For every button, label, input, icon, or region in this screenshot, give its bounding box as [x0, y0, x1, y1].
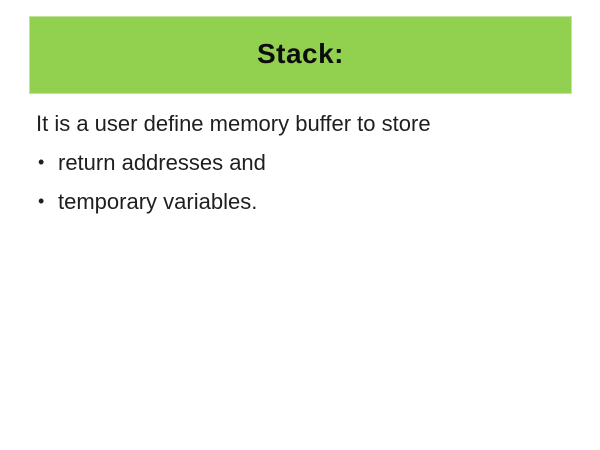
- bullet-icon: •: [38, 191, 45, 211]
- bullet-list: • return addresses and • temporary varia…: [36, 143, 580, 221]
- bullet-icon: •: [38, 152, 45, 172]
- list-item: • return addresses and: [36, 143, 580, 182]
- slide-title-bar: Stack:: [30, 17, 571, 93]
- slide-title: Stack:: [256, 38, 345, 69]
- list-item: • temporary variables.: [36, 182, 580, 221]
- intro-text: It is a user define memory buffer to sto…: [36, 111, 431, 136]
- bullet-text: temporary variables.: [58, 189, 258, 214]
- slide-body: It is a user define memory buffer to sto…: [36, 104, 580, 221]
- bullet-text: return addresses and: [58, 150, 266, 175]
